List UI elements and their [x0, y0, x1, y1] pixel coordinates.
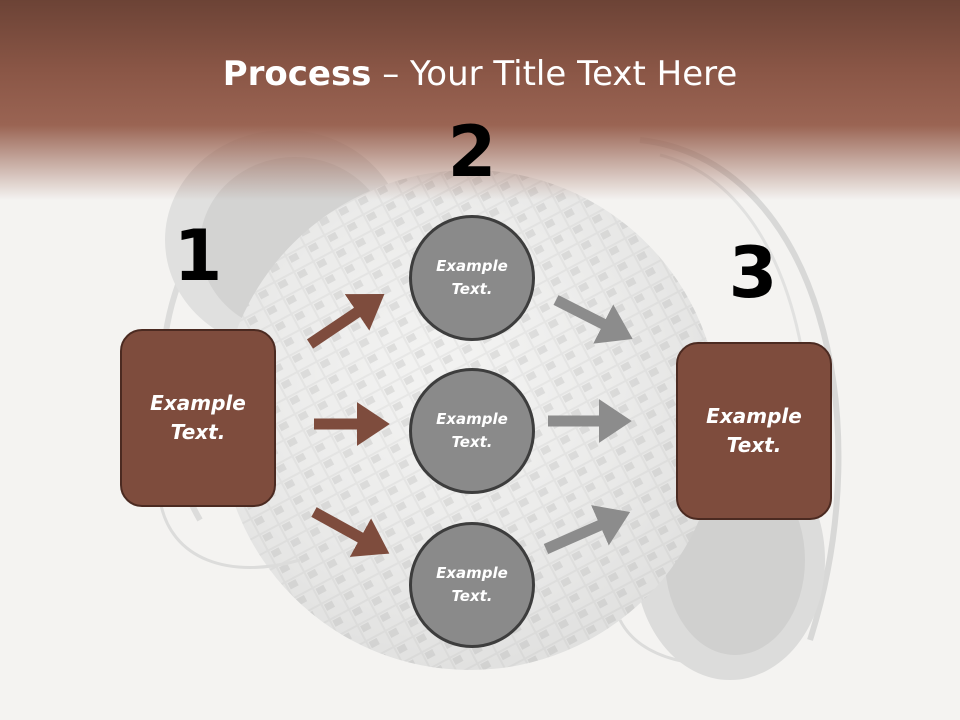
arrow-top-to-3	[553, 295, 633, 344]
step-2-circle-bottom: Example Text.	[409, 522, 535, 648]
arrow-1-to-top	[306, 293, 385, 349]
step-number-3: 3	[728, 232, 778, 314]
arrow-bottom-to-3	[543, 505, 631, 555]
header-band	[0, 0, 960, 200]
step-1-box: Example Text.	[120, 329, 276, 507]
step-2-circle-middle: Example Text.	[409, 368, 535, 494]
arrow-1-to-bottom	[311, 507, 390, 557]
step-3-box: Example Text.	[676, 342, 832, 520]
step-2-circle-top: Example Text.	[409, 215, 535, 341]
step-number-1: 1	[173, 215, 223, 297]
step-number-2: 2	[447, 111, 497, 193]
title-bold: Process	[222, 54, 372, 94]
slide-title: Process – Your Title Text Here	[0, 52, 960, 96]
title-rest: – Your Title Text Here	[371, 54, 738, 94]
